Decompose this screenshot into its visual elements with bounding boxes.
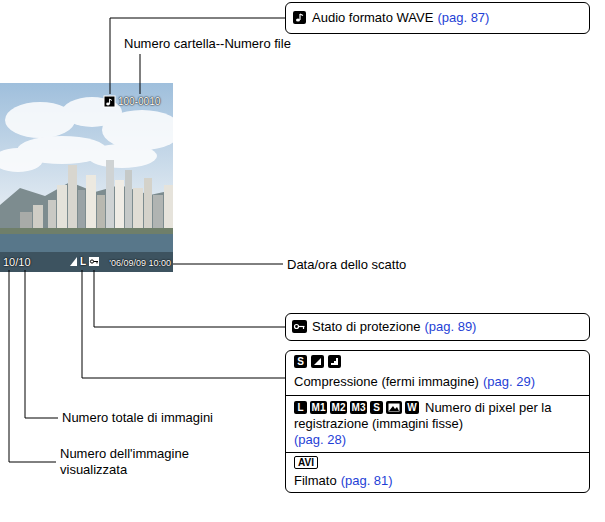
callout-text: Compressione (fermi immagine) (294, 374, 479, 389)
callout-box: Numero di pixel per la registrazione (im… (285, 395, 590, 453)
callout-label: Numero dell'immagine visualizzata (60, 446, 200, 478)
date-time: '06/09/09 10:00 (109, 257, 171, 269)
page-reference: (pag. 87) (437, 10, 489, 25)
callout-label: Numero totale di immagini (62, 410, 213, 426)
size-icon: S (370, 401, 383, 414)
page-reference: (pag. 28) (294, 432, 581, 448)
size-indicator: L (80, 256, 86, 268)
photo (0, 83, 182, 272)
callout-box: Compressione (fermi immagine) (pag. 29) S (285, 350, 590, 396)
file-number: 100-0010 (118, 96, 160, 108)
callout-text: Stato di protezione (312, 319, 420, 334)
callout-label: Numero cartella--Numero file (124, 36, 291, 52)
image-counter: 10/10 (3, 256, 31, 268)
movie-icon: AVI (294, 456, 318, 469)
callout-box: Filmato (pag. 81) AVI (285, 452, 590, 493)
size-icon: W (405, 401, 419, 414)
size-icon: L (294, 401, 307, 414)
size-icon: M2 (330, 401, 347, 414)
callout-text: Filmato (294, 473, 337, 488)
page-reference: (pag. 81) (341, 473, 393, 488)
callout-box: Audio formato WAVE (pag. 87) (285, 2, 590, 34)
callout-text: Audio formato WAVE (312, 10, 433, 25)
protect-icon (292, 320, 307, 333)
compression-icon (311, 355, 324, 368)
compression-icon: S (294, 355, 307, 368)
callout-label: Data/ora dello scatto (287, 257, 406, 273)
leader-lines (9, 18, 285, 462)
size-icon: M1 (310, 401, 327, 414)
wave-icon (293, 11, 306, 24)
compression-icon (328, 355, 341, 368)
postcard-icon (386, 401, 402, 414)
callout-box: Stato di protezione (pag. 89) (285, 313, 590, 341)
size-icon: M3 (350, 401, 367, 414)
page-reference: (pag. 89) (424, 319, 476, 334)
page-reference: (pag. 29) (483, 374, 535, 389)
